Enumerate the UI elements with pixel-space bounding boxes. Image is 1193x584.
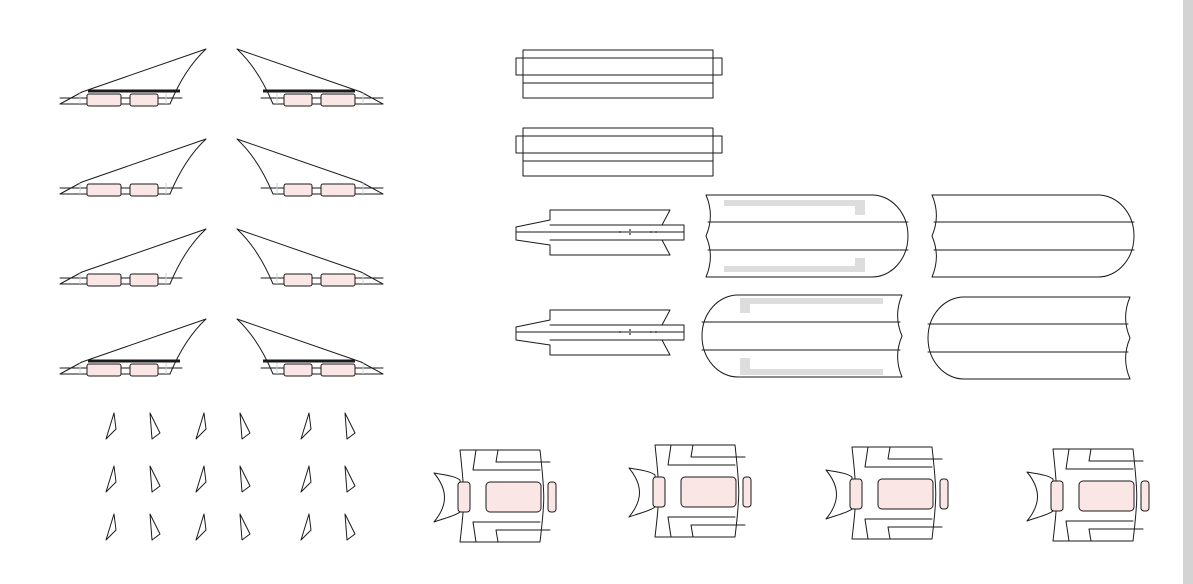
vertical-scrollbar[interactable] — [1183, 0, 1193, 584]
body-strip-piece — [515, 127, 723, 177]
fin-piece-left — [300, 412, 312, 440]
hull-piece — [515, 309, 685, 356]
panel-outline — [931, 194, 1135, 278]
panel-outline — [740, 298, 750, 313]
fin-piece-right — [344, 465, 356, 493]
fin-piece-left — [300, 465, 312, 493]
panel-outline — [724, 200, 865, 206]
panel-outline — [927, 296, 1131, 380]
wing-piece-left — [59, 228, 207, 287]
body-strip-piece — [515, 49, 723, 99]
panel-outline — [701, 294, 903, 378]
fin-piece-left — [195, 513, 207, 541]
fin-piece-left — [105, 412, 117, 440]
panel-outline — [740, 369, 883, 375]
fin-piece-left — [195, 412, 207, 440]
fin-piece-right — [344, 513, 356, 541]
wing-piece-left — [59, 48, 207, 107]
fin-piece-right — [149, 465, 161, 493]
wing-piece-left — [59, 318, 207, 377]
cockpit-piece — [1026, 448, 1150, 542]
panel-outline — [740, 298, 883, 304]
fin-piece-left — [195, 465, 207, 493]
cockpit-piece — [433, 449, 557, 543]
wing-piece-right — [236, 318, 384, 377]
panel-outline — [740, 358, 750, 375]
fin-piece-left — [105, 513, 117, 541]
panel-outline — [705, 194, 909, 278]
wing-piece-right — [236, 48, 384, 107]
hull-piece — [515, 209, 685, 256]
fin-piece-left — [300, 513, 312, 541]
fin-piece-left — [105, 465, 117, 493]
fin-piece-right — [344, 412, 356, 440]
fin-piece-right — [149, 412, 161, 440]
cockpit-piece — [628, 444, 752, 538]
wing-piece-right — [236, 138, 384, 197]
panel-outline — [855, 200, 865, 215]
fin-piece-right — [239, 465, 251, 493]
panel-outline — [855, 258, 865, 272]
panel-outline — [724, 266, 865, 272]
fin-piece-right — [239, 513, 251, 541]
wing-piece-left — [59, 138, 207, 197]
fin-piece-right — [239, 412, 251, 440]
cockpit-piece — [825, 446, 949, 540]
wing-piece-right — [236, 228, 384, 287]
fin-piece-right — [149, 513, 161, 541]
